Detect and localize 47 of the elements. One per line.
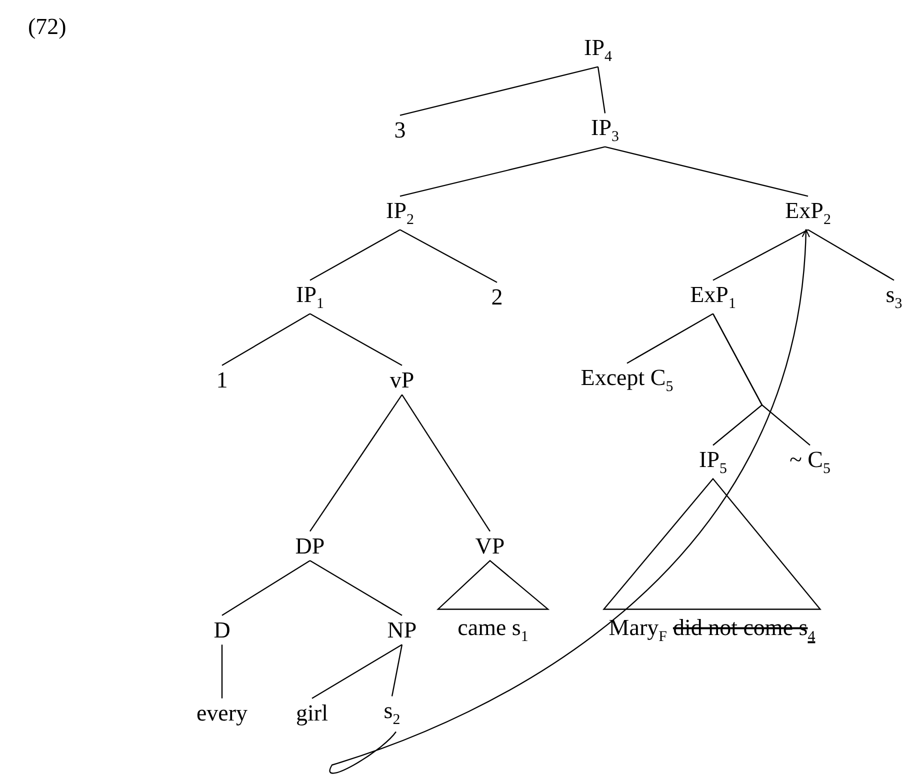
node-label: 2 bbox=[491, 284, 503, 310]
node-label: IP$_{5}$ bbox=[699, 447, 727, 477]
node-label: every bbox=[196, 700, 248, 726]
node-label: Except C$_{5}$ bbox=[580, 365, 674, 395]
node-label: s$_{3}$ bbox=[886, 282, 902, 312]
branch-line bbox=[402, 394, 490, 532]
branch-line bbox=[808, 229, 894, 281]
branch-line bbox=[310, 229, 400, 281]
branch-line bbox=[391, 644, 403, 696]
node-label: vP bbox=[390, 367, 414, 393]
node-label: IP$_{1}$ bbox=[296, 282, 324, 312]
branch-line bbox=[597, 66, 606, 114]
node-label: girl bbox=[296, 700, 328, 726]
example-number: (72) bbox=[28, 14, 66, 40]
node-label: VP bbox=[475, 533, 505, 559]
branch-line bbox=[222, 560, 310, 616]
triangle-branch bbox=[602, 478, 822, 610]
node-label: ~ C$_{5}$ bbox=[790, 447, 830, 477]
triangle-branch bbox=[436, 560, 550, 610]
node-label: DP bbox=[295, 533, 325, 559]
node-label: came s$_{1}$ bbox=[458, 615, 528, 645]
branch-line bbox=[626, 313, 714, 364]
branch-line bbox=[312, 644, 402, 699]
branch-line bbox=[712, 314, 810, 446]
node-label: 1 bbox=[216, 367, 228, 393]
node-label: IP$_{2}$ bbox=[386, 198, 414, 228]
node-label: D bbox=[214, 617, 230, 643]
branch-line bbox=[310, 313, 402, 366]
node-label: NP bbox=[387, 617, 417, 643]
branch-line bbox=[221, 644, 223, 698]
branch-line bbox=[310, 560, 402, 616]
branch-line bbox=[400, 66, 598, 116]
node-label: Mary$_{F}$ bbox=[608, 615, 667, 645]
branch-line bbox=[400, 146, 606, 197]
branch-line bbox=[400, 229, 498, 283]
node-label: 3 bbox=[394, 117, 406, 143]
node-label: ExP$_{1}$ bbox=[690, 282, 736, 312]
movement-arrow bbox=[330, 229, 810, 773]
branch-line bbox=[222, 313, 310, 366]
branch-line bbox=[310, 394, 402, 532]
node-label: s$_{2}$ bbox=[384, 698, 400, 728]
branch-line bbox=[604, 146, 808, 197]
branch-line bbox=[712, 229, 808, 281]
node-label: IP$_{4}$ bbox=[584, 35, 612, 65]
node-label: IP$_{3}$ bbox=[591, 115, 619, 145]
deleted-text: did not come s$_{4}$ bbox=[672, 615, 816, 645]
node-label: ExP$_{2}$ bbox=[785, 198, 831, 228]
